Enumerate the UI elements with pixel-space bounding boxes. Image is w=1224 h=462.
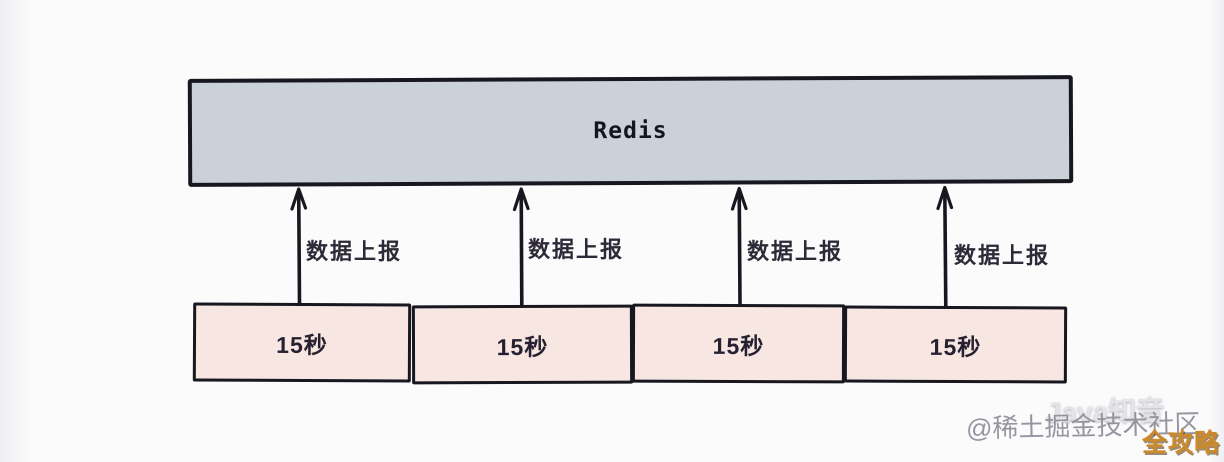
data-report-label: 数据上报	[306, 239, 403, 264]
data-report-arrow-icon	[730, 186, 748, 306]
interval-node: 15秒	[631, 303, 846, 384]
redis-node: Redis	[187, 75, 1074, 187]
interval-node: 15秒	[192, 302, 412, 383]
interval-node: 15秒	[411, 304, 634, 385]
data-report-label: 数据上报	[528, 237, 625, 262]
data-report-arrow-icon	[512, 187, 530, 307]
watermark-badge: 全攻略	[1142, 429, 1221, 457]
interval-node-label: 15秒	[496, 333, 549, 360]
interval-node: 15秒	[843, 305, 1068, 384]
interval-node-label: 15秒	[276, 331, 328, 358]
interval-node-label: 15秒	[929, 333, 982, 360]
redis-node-label: Redis	[593, 117, 668, 145]
data-report-arrow-icon	[936, 185, 954, 309]
data-report-arrow-icon	[290, 187, 308, 305]
data-report-label: 数据上报	[747, 239, 844, 264]
interval-node-label: 15秒	[712, 332, 765, 359]
data-report-label: 数据上报	[954, 243, 1051, 268]
